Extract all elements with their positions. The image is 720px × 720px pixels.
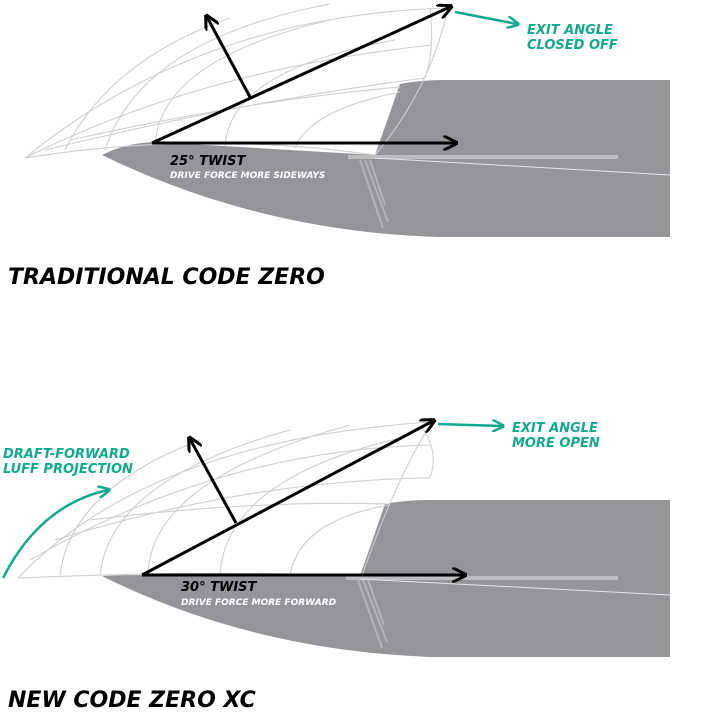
twist-label: 25° TWIST (170, 154, 247, 169)
chord-arrow (141, 421, 433, 577)
exit-angle-label-line2: MORE OPEN (512, 436, 600, 451)
force-arrow (207, 17, 252, 98)
keel-lines (357, 579, 388, 649)
diagram-title: TRADITIONAL CODE ZERO (8, 265, 325, 290)
twist-label: 30° TWIST (181, 580, 258, 595)
luff-projection-arrow (1, 490, 108, 579)
drive-force-label: DRIVE FORCE MORE FORWARD (181, 598, 337, 608)
exit-angle-arrow (454, 10, 517, 24)
chord-arrow (151, 7, 450, 145)
traditional-code-zero-diagram: EXIT ANGLE CLOSED OFF 25° TWIST DRIVE FO… (8, 3, 671, 290)
deck-line (359, 578, 671, 596)
exit-angle-label-line2: CLOSED OFF (527, 38, 618, 53)
diagram-title: NEW CODE ZERO XC (8, 688, 256, 713)
luff-projection-label-line2: LUFF PROJECTION (3, 462, 133, 477)
force-arrow (190, 439, 238, 524)
new-code-zero-xc-diagram: EXIT ANGLE MORE OPEN DRAFT-FORWARD LUFF … (1, 421, 671, 713)
keel-lines (359, 159, 389, 229)
exit-angle-label-line1: EXIT ANGLE (527, 23, 613, 38)
luff-projection-label-line1: DRAFT-FORWARD (3, 447, 130, 462)
exit-angle-label-line1: EXIT ANGLE (512, 421, 598, 436)
deck-line (374, 157, 671, 176)
drive-force-label: DRIVE FORCE MORE SIDEWAYS (170, 171, 325, 181)
exit-angle-arrow (437, 424, 502, 426)
